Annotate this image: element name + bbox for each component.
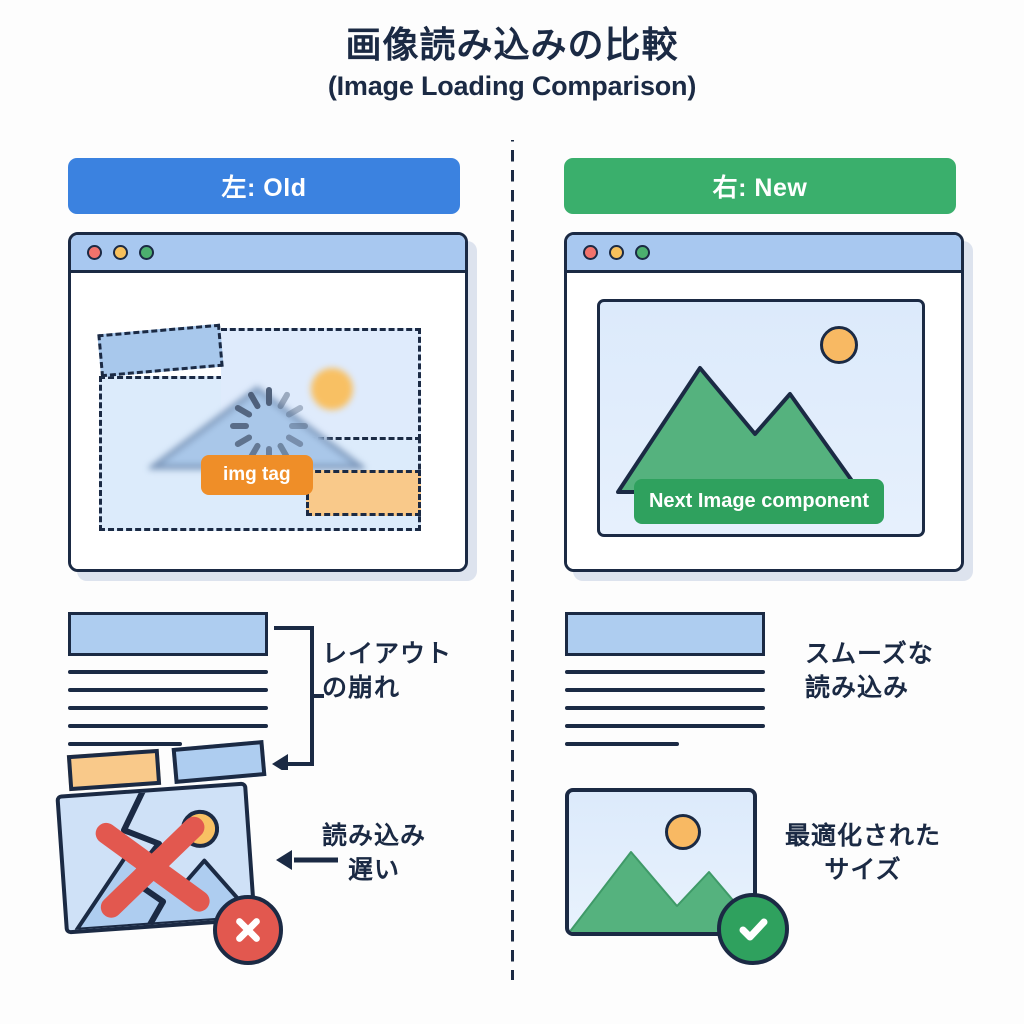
maximize-dot-icon: [635, 245, 650, 260]
annotation-optimized-size: 最適化された サイズ: [785, 822, 942, 884]
text-block-mock-old: [68, 612, 268, 746]
shifted-box-blue: [171, 740, 267, 784]
text-line: [68, 724, 268, 728]
column-header-new-label: 右: New: [712, 174, 808, 202]
title-english: (Image Loading Comparison): [327, 71, 697, 101]
annotation-layout-shift: レイアウト の崩れ: [322, 640, 453, 702]
text-line: [565, 688, 765, 692]
browser-viewport-new: Next Image component: [567, 273, 961, 569]
title-japanese: 画像読み込みの比較: [345, 24, 679, 65]
success-check-icon: [717, 893, 789, 965]
column-header-old-label: 左: Old: [221, 174, 307, 202]
text-block-header: [68, 612, 268, 656]
vertical-divider: [511, 140, 514, 980]
sun-icon: [665, 814, 701, 850]
text-line: [565, 742, 679, 746]
maximize-dot-icon: [139, 245, 154, 260]
text-line: [565, 670, 765, 674]
sun-icon: [820, 326, 858, 364]
broken-image-icon: [55, 781, 257, 935]
browser-viewport-old: img tag: [71, 273, 465, 569]
layout-shift-bracket-connector: [272, 626, 324, 770]
placeholder-sun-icon: [311, 368, 353, 410]
text-line: [565, 724, 765, 728]
text-block-header: [565, 612, 765, 656]
annotation-slow-loading: 読み込み 遅い: [322, 822, 427, 884]
error-x-icon: [213, 895, 283, 965]
text-line: [68, 706, 268, 710]
slow-loading-arrow: [276, 850, 338, 870]
text-block-mock-new: [565, 612, 765, 746]
img-tag-badge: img tag: [201, 455, 313, 495]
next-image-component-badge: Next Image component: [634, 479, 884, 524]
text-line: [68, 742, 182, 746]
minimize-dot-icon: [113, 245, 128, 260]
browser-window-old: img tag: [68, 232, 468, 572]
close-dot-icon: [583, 245, 598, 260]
mountain-icon: [569, 851, 753, 932]
browser-titlebar: [567, 235, 961, 273]
close-dot-icon: [87, 245, 102, 260]
text-line: [68, 688, 268, 692]
annotation-smooth-loading: スムーズな 読み込み: [805, 640, 934, 702]
browser-window-new: Next Image component: [564, 232, 964, 572]
browser-titlebar: [71, 235, 465, 273]
text-line: [565, 706, 765, 710]
page-title: 画像読み込みの比較 (Image Loading Comparison): [0, 22, 1024, 102]
column-header-old: 左: Old: [68, 158, 460, 214]
shifted-box-orange: [66, 748, 162, 792]
loading-spinner-icon: [226, 383, 312, 469]
layout-dashed-outline-shifted: [97, 323, 224, 378]
column-header-new: 右: New: [564, 158, 956, 214]
text-line: [68, 670, 268, 674]
minimize-dot-icon: [609, 245, 624, 260]
optimized-image-frame: Next Image component: [597, 299, 925, 537]
shifted-orange-block: [306, 470, 421, 516]
